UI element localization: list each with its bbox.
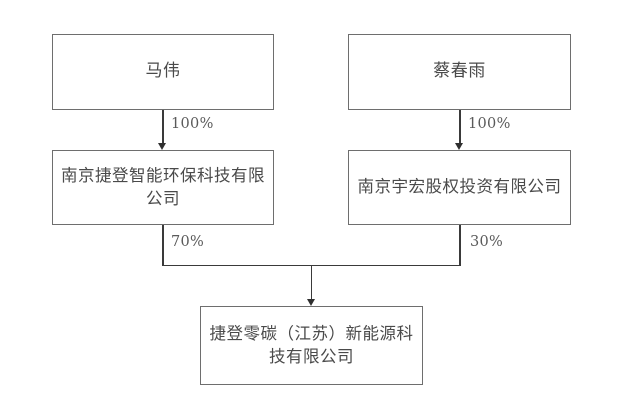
- node-shareholder-right-label: 蔡春雨: [433, 61, 486, 82]
- node-target-company[interactable]: 捷登零碳（江苏）新能源科技有限公司: [200, 306, 423, 385]
- arrow-head-icon-holding-left: [158, 143, 167, 150]
- edge-shareholder-right-to-holding-right: [459, 110, 461, 144]
- edge-label-holding-right-percent: 30%: [470, 234, 504, 250]
- node-holding-left-label: 南京捷登智能环保科技有限公司: [61, 165, 265, 208]
- edge-label-shareholder-right-percent: 100%: [468, 116, 511, 132]
- node-holding-left[interactable]: 南京捷登智能环保科技有限公司: [52, 150, 274, 225]
- node-shareholder-left-label: 马伟: [145, 61, 181, 82]
- node-holding-right-label: 南京宇宏股权投资有限公司: [357, 177, 562, 197]
- arrow-head-icon-holding-right: [455, 143, 464, 150]
- edge-label-shareholder-left-percent: 100%: [171, 116, 214, 132]
- node-shareholder-left[interactable]: 马伟: [52, 34, 274, 110]
- node-holding-right[interactable]: 南京宇宏股权投资有限公司: [348, 150, 571, 225]
- edge-label-holding-left-percent: 70%: [171, 234, 205, 250]
- node-shareholder-right[interactable]: 蔡春雨: [348, 34, 571, 110]
- node-target-company-label: 捷登零碳（江苏）新能源科技有限公司: [209, 323, 414, 366]
- arrow-head-icon-target: [306, 298, 315, 306]
- edge-bus-to-target: [310, 264, 313, 300]
- edge-holding-left-to-bus: [162, 225, 164, 266]
- edge-shareholder-left-to-holding-left: [162, 110, 164, 144]
- edge-holding-right-to-bus: [459, 225, 461, 266]
